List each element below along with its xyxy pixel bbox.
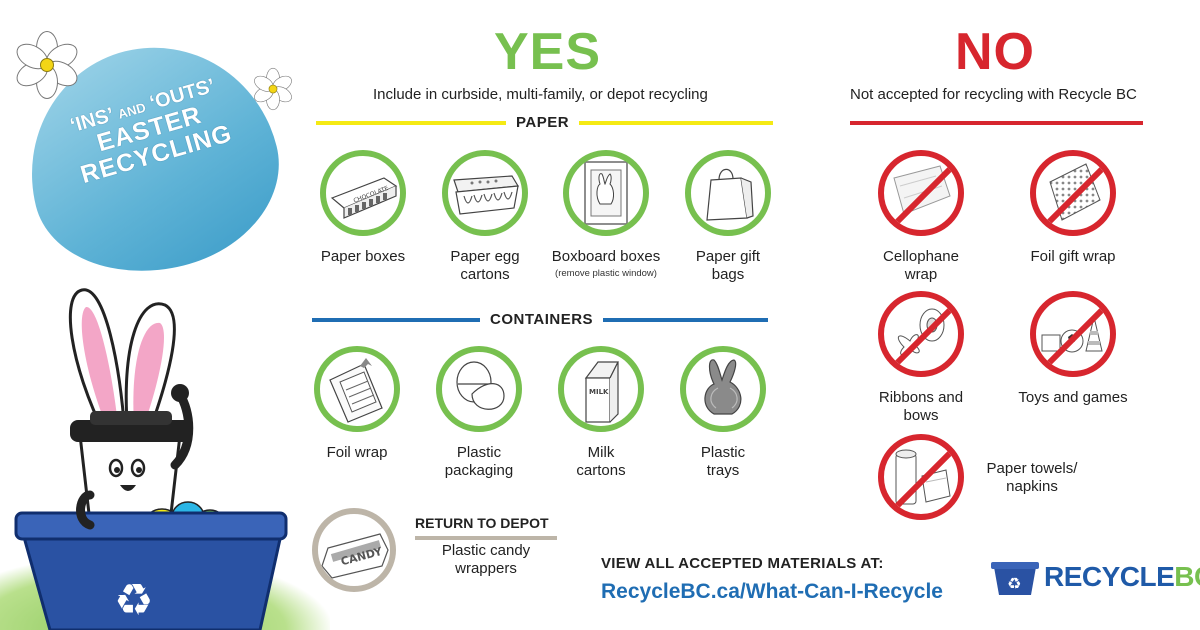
item-foil-wrap: Foil wrap (304, 346, 410, 462)
item-label: Paper egg cartons (450, 248, 520, 283)
item-paper-gift-bags: Paper gift bags (676, 150, 780, 284)
item-label: Paper gift bags (695, 248, 761, 283)
recyclebc-logo: RECYCLEBC™ (1044, 561, 1200, 592)
item-label: Ribbons and bows (878, 389, 964, 424)
depot-divider (415, 536, 557, 540)
daisy-icon (251, 67, 295, 111)
bunny-box-icon (563, 150, 649, 236)
containers-section-title: CONTAINERS (480, 311, 604, 328)
paper-towel-icon (878, 434, 964, 520)
bunny-tray-icon (680, 346, 766, 432)
ribbon-icon (878, 291, 964, 377)
foil-wrap-icon (314, 346, 400, 432)
svg-text:MILK: MILK (589, 388, 609, 396)
item-label: Milk cartons (576, 444, 626, 479)
item-label: Cellophane wrap (883, 248, 959, 283)
item-boxboard-boxes: Boxboard boxes (remove plastic window) (548, 150, 664, 279)
item-note: (remove plastic window) (555, 268, 657, 279)
item-label: Paper towels/ napkins (986, 460, 1078, 495)
yes-subtitle: Include in curbside, multi-family, or de… (373, 86, 708, 103)
item-cellophane-wrap: Cellophane wrap (866, 150, 976, 284)
item-paper-boxes: CHOCOLATE Paper boxes (310, 150, 416, 266)
no-heading: NO (955, 23, 1035, 81)
egg-carton-icon (442, 150, 528, 236)
item-label: Boxboard boxes (551, 248, 661, 265)
item-ribbons-and-bows: Ribbons and bows (866, 291, 976, 425)
cellophane-icon (878, 150, 964, 236)
depot-title: RETURN TO DEPOT (415, 515, 557, 540)
item-milk-cartons: MILK Milk cartons (548, 346, 654, 480)
daisy-icon (12, 30, 82, 100)
item-foil-gift-wrap: Foil gift wrap (1018, 150, 1128, 266)
toys-icon (1030, 291, 1116, 377)
gift-bag-icon (685, 150, 771, 236)
milk-carton-icon: MILK (558, 346, 644, 432)
svg-text:♻: ♻ (1007, 574, 1021, 593)
paper-section-title: PAPER (506, 114, 580, 131)
item-plastic-trays: Plastic trays (670, 346, 776, 480)
item-label: Toys and games (1018, 389, 1128, 406)
item-label: Plastic packaging (444, 444, 514, 479)
depot-label: Plastic candy wrappers (441, 542, 531, 577)
item-paper-towels-napkins (878, 434, 964, 520)
plastic-egg-icon (436, 346, 522, 432)
yes-heading: YES (494, 23, 602, 81)
cta-link[interactable]: RecycleBC.ca/What-Can-I-Recycle (601, 580, 943, 603)
bunny-cup-in-bin-illustration: ♻ (14, 288, 288, 630)
svg-text:♻: ♻ (114, 575, 153, 626)
chocolate-box-icon: CHOCOLATE (320, 150, 406, 236)
item-paper-egg-cartons: Paper egg cartons (432, 150, 538, 284)
item-toys-and-games: Toys and games (1018, 291, 1128, 407)
candy-wrapper-icon: CANDY (312, 508, 396, 592)
cta-heading: VIEW ALL ACCEPTED MATERIALS AT: (601, 555, 884, 572)
item-label: Plastic trays (700, 444, 746, 479)
foil-gift-wrap-icon (1030, 150, 1116, 236)
no-subtitle: Not accepted for recycling with Recycle … (850, 86, 1137, 103)
item-label: Paper boxes (320, 248, 406, 265)
item-plastic-packaging: Plastic packaging (426, 346, 532, 480)
recycle-bin-logo-icon: ♻ (991, 562, 1039, 595)
item-label: Foil wrap (326, 444, 388, 461)
item-label: Foil gift wrap (1030, 248, 1116, 265)
no-divider (850, 121, 1143, 125)
item-plastic-candy-wrappers: CANDY (312, 508, 396, 592)
